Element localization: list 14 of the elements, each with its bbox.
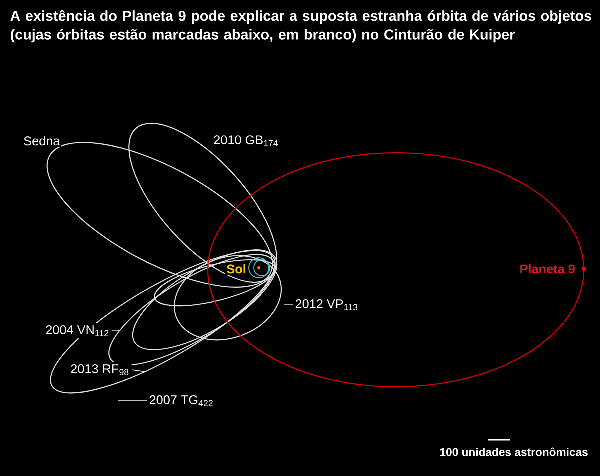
orbit-label: 2010 GB$_{174}$ — [212, 134, 280, 148]
leader-line — [112, 330, 120, 332]
sun-label: Sol — [225, 263, 248, 275]
orbit-label: 2012 VP$_{113}$ — [293, 298, 361, 312]
orbit-label: Sedna — [22, 135, 62, 147]
leader-line — [132, 370, 146, 372]
leader-line — [118, 400, 148, 402]
scale-label: 100 unidades astronômicas — [438, 446, 590, 458]
leader-line — [284, 304, 294, 306]
title: A existência do Planeta 9 pode explicar a suposta estranha órbita de vários objetos (cujas órbitas estão marcadas abaixo, em branco) no Cinturão de Kuiper — [10, 10, 592, 43]
orbit-label: 2013 RF$_{98}$ — [68, 362, 132, 378]
orbit-label: 2007 TG$_{422}$ — [147, 394, 216, 408]
planet-label: Planeta 9 — [518, 263, 577, 275]
orbit-label: 2004 VN$_{112}$ — [44, 324, 112, 338]
